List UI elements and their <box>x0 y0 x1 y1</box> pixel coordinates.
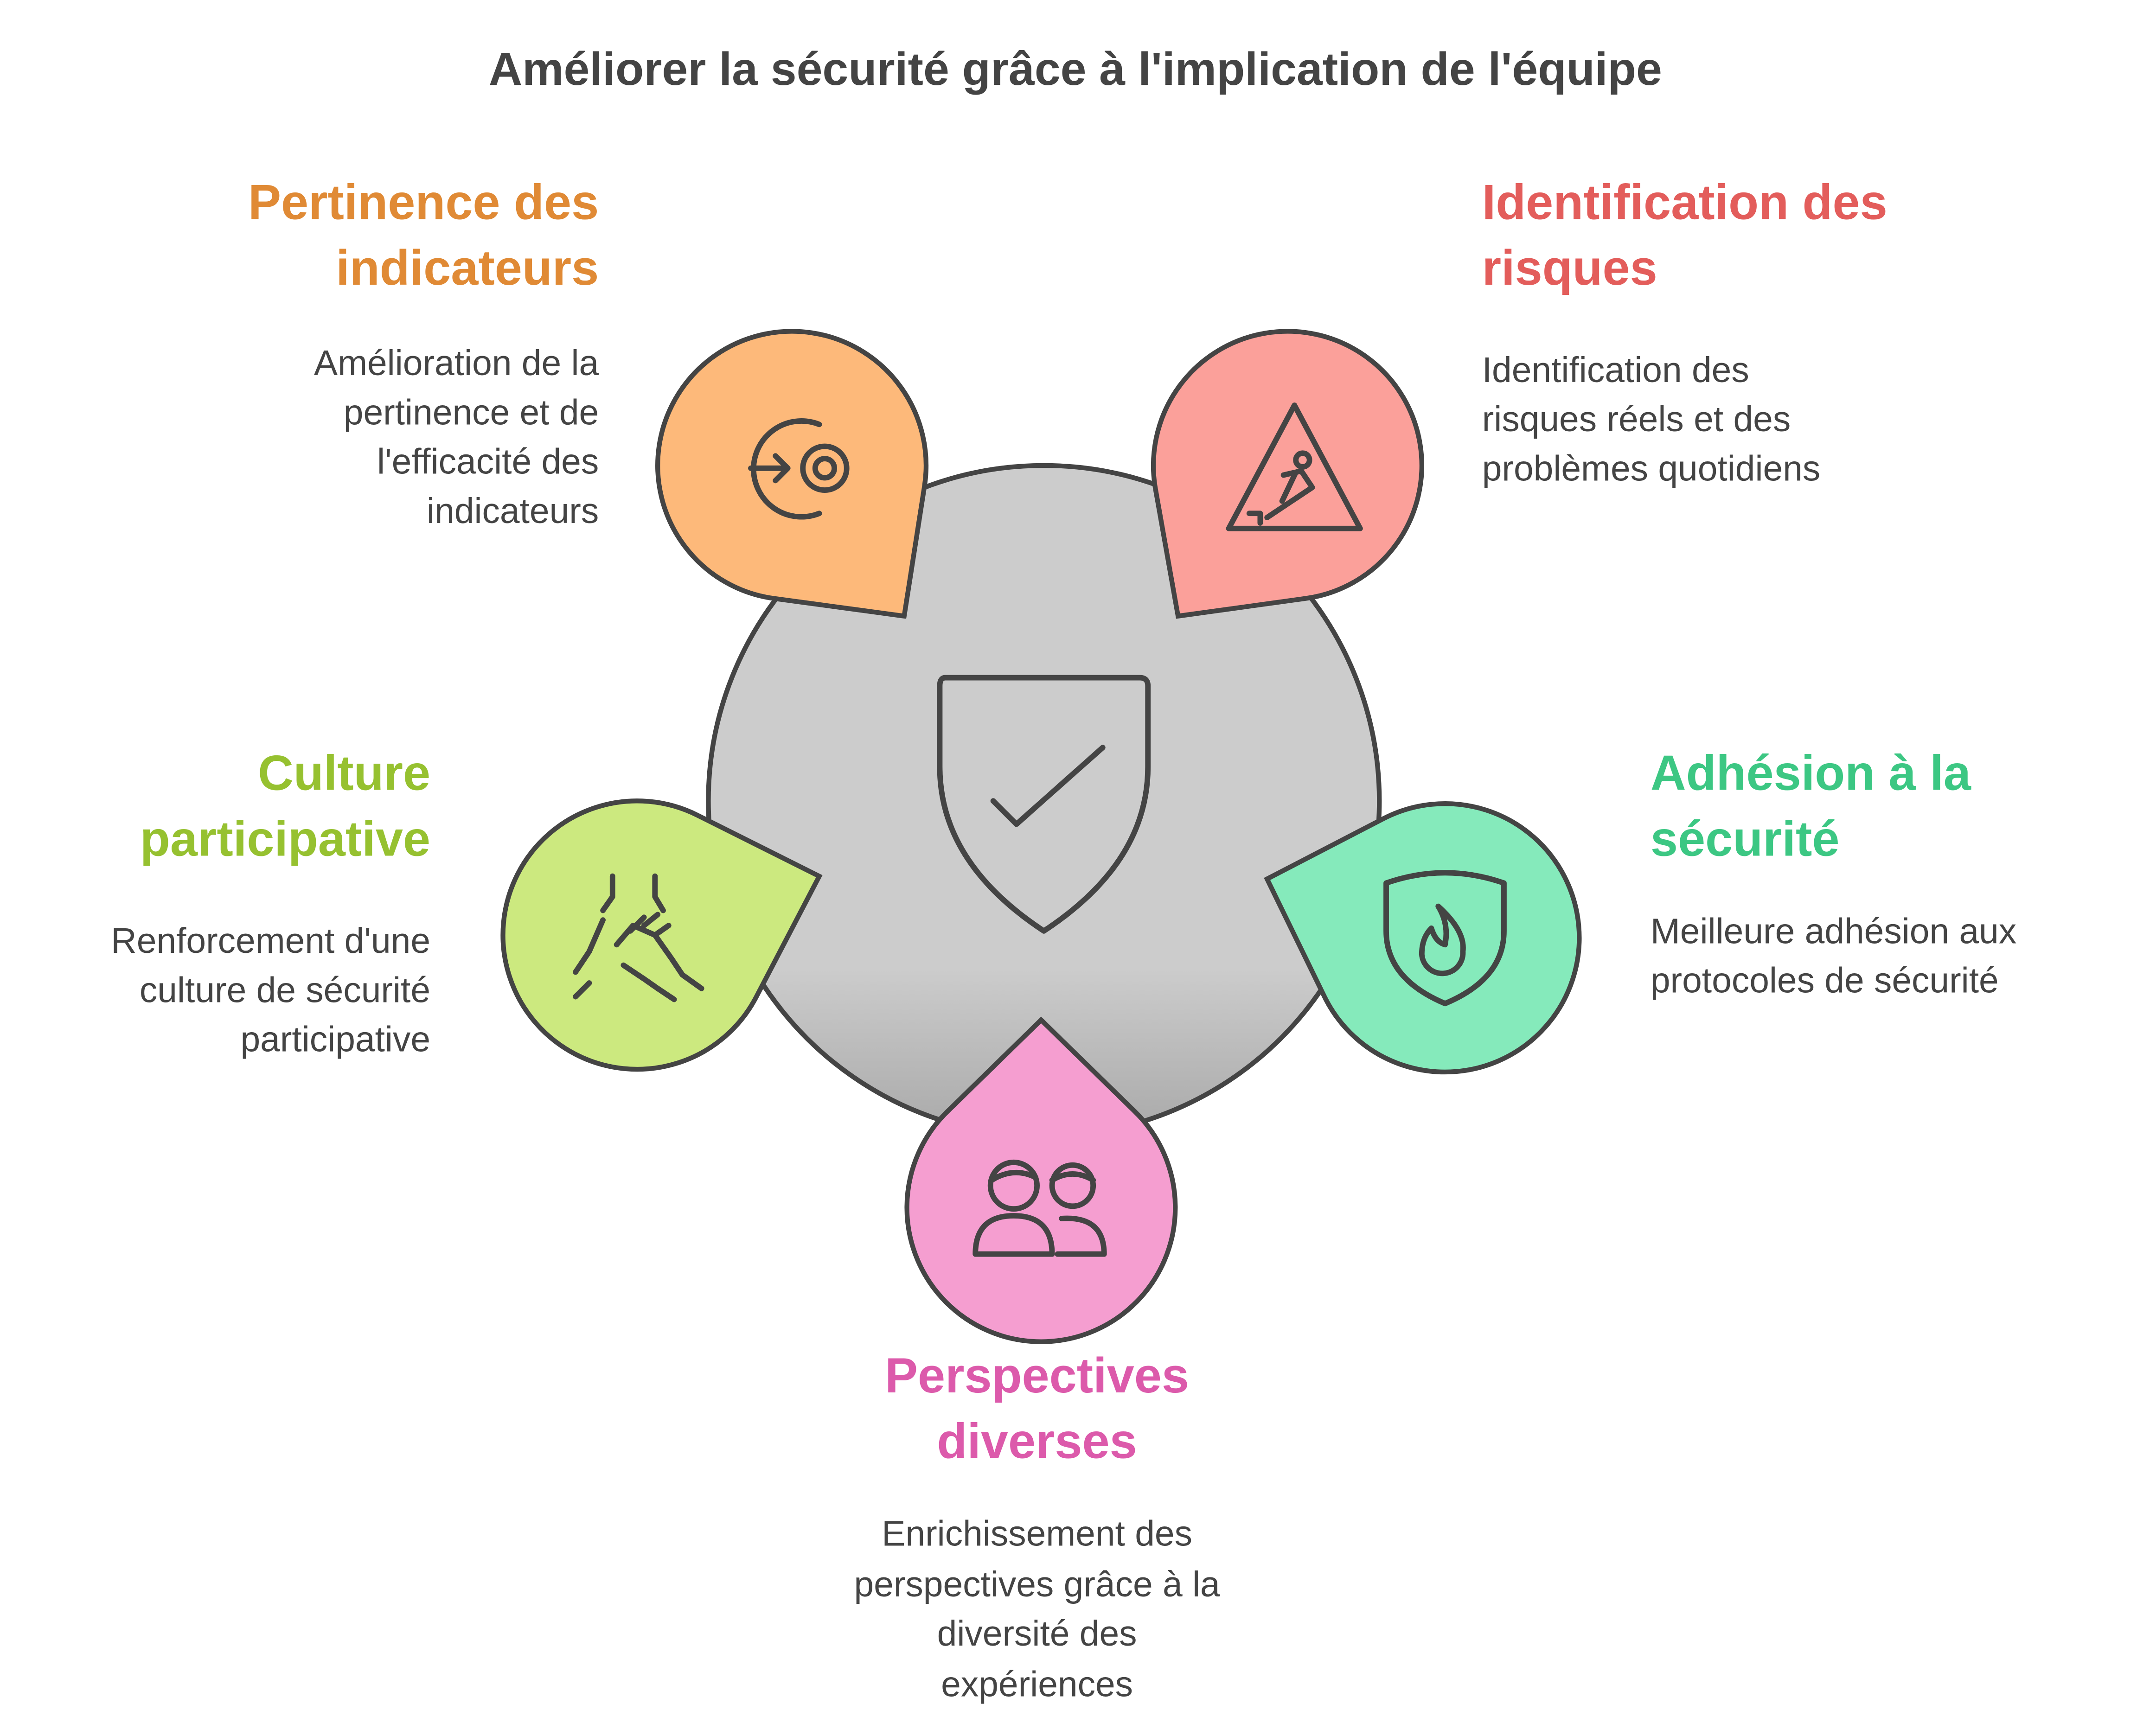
hands-together-icon <box>573 873 704 1002</box>
heading-line: diverses <box>937 1414 1137 1469</box>
label-adhesion: Adhésion à la sécurité Meilleure adhésio… <box>1651 746 2016 1001</box>
body-line: Enrichissement des <box>882 1514 1192 1554</box>
body-line: risques réels et des <box>1482 400 1791 439</box>
body-line: expériences <box>941 1665 1133 1704</box>
heading-line: participative <box>140 811 430 866</box>
body-line: Renforcement d'une <box>111 921 430 961</box>
heading-line: risques <box>1482 240 1657 295</box>
drop-perspectives <box>904 1016 1178 1344</box>
body-line: perspectives grâce à la <box>854 1565 1220 1604</box>
shield-flame-icon <box>1383 870 1507 1007</box>
body-line: Meilleure adhésion aux <box>1651 912 2016 951</box>
body-line: participative <box>241 1020 431 1059</box>
two-people-icon <box>973 1159 1107 1257</box>
body-line: indicateurs <box>427 491 599 531</box>
heading-line: indicateurs <box>336 240 599 295</box>
slip-warning-icon <box>1226 402 1363 531</box>
body-line: protocoles de sécurité <box>1651 961 1999 1001</box>
body-line: diversité des <box>937 1614 1137 1653</box>
heading-line: Adhésion à la <box>1651 746 1971 801</box>
drop-pertinence <box>655 329 929 619</box>
label-risques: Identification des risques Identificatio… <box>1482 174 1887 488</box>
heading-line: Perspectives <box>885 1348 1189 1403</box>
body-line: Amélioration de la <box>314 344 599 383</box>
drop-culture <box>500 798 823 1072</box>
label-perspectives: Perspectives diverses Enrichissement des… <box>854 1348 1220 1704</box>
label-culture: Culture participative Renforcement d'une… <box>111 746 430 1059</box>
target-arrow-icon <box>748 418 850 520</box>
label-pertinence: Pertinence des indicateurs Amélioration … <box>248 174 599 530</box>
diagram-title: Améliorer la sécurité grâce à l'implicat… <box>489 43 1662 95</box>
heading-line: Identification des <box>1482 174 1887 230</box>
body-line: pertinence et de <box>344 393 599 432</box>
heading-line: Pertinence des <box>248 174 599 230</box>
heading-line: Culture <box>258 746 430 801</box>
body-line: l'efficacité des <box>377 442 599 482</box>
shield-check-icon <box>937 675 1151 934</box>
body-line: Identification des <box>1482 351 1749 390</box>
body-line: problèmes quotidiens <box>1482 449 1821 488</box>
heading-line: sécurité <box>1651 811 1840 866</box>
body-line: culture de sécurité <box>140 970 430 1010</box>
